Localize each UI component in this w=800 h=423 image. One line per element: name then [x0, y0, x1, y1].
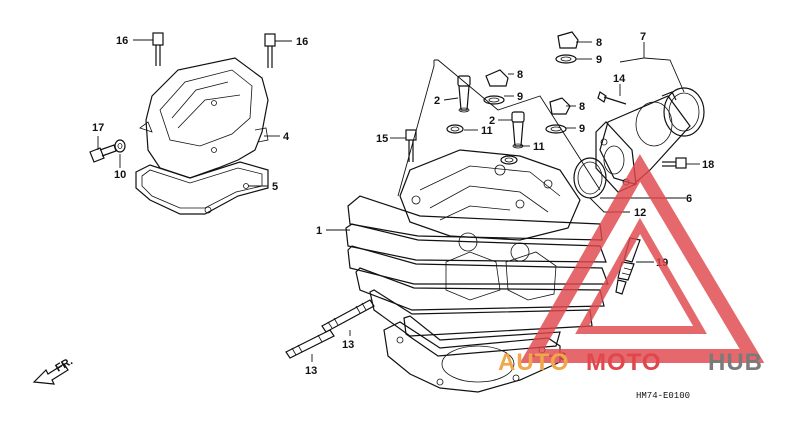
callout-8-right: 8: [579, 101, 585, 113]
callout-9-center: 9: [517, 91, 523, 103]
bolt-15: [405, 129, 417, 162]
bolt-17: [89, 144, 117, 163]
washer-10: [114, 139, 126, 153]
cap-8-top: [555, 31, 579, 64]
callout-8-top: 8: [596, 37, 602, 49]
callout-11-upper: 11: [481, 125, 493, 137]
callout-4: 4: [283, 131, 290, 143]
callout-11-lower: 11: [533, 141, 545, 153]
callout-1: 1: [316, 225, 322, 237]
callout-16-left: 16: [116, 35, 128, 47]
screw-14: [597, 91, 627, 105]
leader-lines: [97, 39, 700, 362]
watermark-logo: [519, 154, 765, 363]
callout-17: 17: [92, 122, 104, 134]
callout-10: 10: [114, 169, 126, 181]
cap-8-center: [483, 69, 509, 105]
cylinder-head: [345, 149, 609, 357]
watermark-moto: MOTO: [586, 349, 662, 376]
callout-6: 6: [686, 193, 692, 205]
callout-18: 18: [702, 159, 714, 171]
watermark-auto: AUTO: [498, 349, 570, 376]
valve-guide-2-upper: [457, 75, 471, 113]
drawing-code: HM74-E0100: [636, 391, 690, 401]
callout-9-right: 9: [579, 123, 585, 135]
stud-13-upper: [321, 299, 375, 333]
insulator-clamp-7: [661, 87, 705, 137]
callout-15: 15: [376, 133, 388, 145]
watermark-hub: HUB: [708, 349, 763, 376]
callout-7: 7: [640, 31, 646, 43]
front-direction-label: FR.: [54, 355, 75, 374]
stud-13-lower: [285, 329, 335, 359]
callout-12: 12: [634, 207, 646, 219]
o-ring-11-upper: [446, 124, 464, 134]
bolt-16-left: [152, 32, 164, 66]
watermark-text: AUTO MOTO HUB: [498, 349, 763, 376]
callout-14: 14: [613, 73, 626, 85]
cylinder-head-cover: [139, 57, 269, 179]
callout-2-lower: 2: [489, 115, 495, 127]
callout-16-right: 16: [296, 36, 308, 48]
o-ring-12: [573, 157, 607, 199]
front-direction-arrow: FR.: [32, 355, 75, 385]
o-ring-11-lower: [500, 155, 518, 165]
callout-13-upper: 13: [342, 339, 354, 351]
valve-guide-2-lower: [511, 111, 525, 149]
callout-2-upper: 2: [434, 95, 440, 107]
callout-8-center: 8: [517, 69, 523, 81]
bolt-16-right: [264, 33, 276, 68]
cover-gasket: [135, 161, 269, 215]
callout-labels: 16 16 4 5 17 10 8 9 8 9 8 9 2 2 11 11 15…: [92, 31, 714, 377]
cap-8-right: [545, 97, 571, 134]
callout-9-top: 9: [596, 54, 602, 66]
callout-5: 5: [272, 181, 278, 193]
callout-13-lower: 13: [305, 365, 317, 377]
bolt-18: [662, 157, 687, 169]
